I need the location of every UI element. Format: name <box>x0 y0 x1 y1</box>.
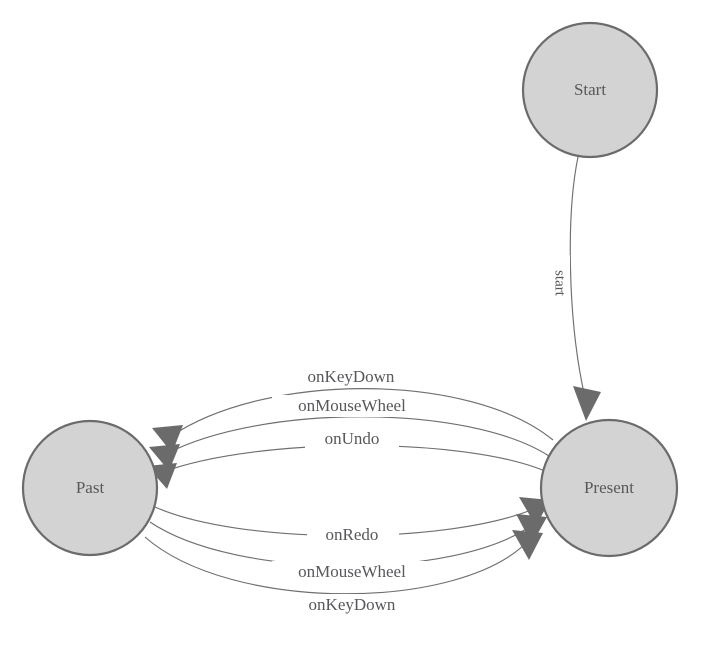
edge-label-present-past-onkeydown: onKeyDown <box>308 367 395 386</box>
arrowhead-into-past-1 <box>152 425 183 453</box>
arrowhead-into-present-2 <box>516 514 547 544</box>
edge-path-present-past-1 <box>169 388 554 441</box>
node-start[interactable]: Start <box>521 21 659 159</box>
arrowhead-into-present-top <box>573 386 601 421</box>
edge-label-bg-start <box>549 255 570 311</box>
edge-label-present-past-onundo: onUndo <box>325 429 380 448</box>
node-start-circle <box>521 21 659 159</box>
edge-label-bg-3 <box>305 428 399 450</box>
edge-path-past-present-3 <box>144 536 529 595</box>
edge-label-past-present-onkeydown: onKeyDown <box>309 595 396 614</box>
node-present-label: Present <box>584 478 634 497</box>
edge-label-bg-2 <box>272 395 432 417</box>
edge-path-start-present <box>569 156 585 394</box>
edge-past-to-present-onredo[interactable]: onRedo <box>154 497 550 546</box>
edge-label-past-present-onmousewheel: onMouseWheel <box>298 562 406 581</box>
edge-label-past-present-onredo: onRedo <box>326 525 379 544</box>
edge-present-to-past-onkeydown[interactable]: onKeyDown <box>152 366 554 453</box>
edge-label-bg-4 <box>307 524 399 546</box>
edge-label-bg-6 <box>283 594 419 616</box>
node-present[interactable]: Present <box>539 418 679 558</box>
node-past-circle <box>21 419 159 557</box>
edge-label-present-past-onmousewheel: onMouseWheel <box>298 396 406 415</box>
arrowhead-into-present-3 <box>512 530 543 560</box>
node-past[interactable]: Past <box>21 419 159 557</box>
node-past-label: Past <box>76 478 105 497</box>
edge-past-to-present-onmousewheel[interactable]: onMouseWheel <box>149 514 547 583</box>
edge-present-to-past-onmousewheel[interactable]: onMouseWheel <box>149 395 550 471</box>
edge-past-to-present-onkeydown[interactable]: onKeyDown <box>144 530 543 616</box>
edge-start-to-present[interactable]: start <box>549 156 601 421</box>
edge-label-bg-5 <box>272 561 432 583</box>
node-present-circle <box>539 418 679 558</box>
node-start-label: Start <box>574 80 606 99</box>
edge-label-start: start <box>552 270 568 297</box>
edge-label-bg-1 <box>283 366 419 388</box>
arrowhead-into-past-2 <box>149 444 180 471</box>
